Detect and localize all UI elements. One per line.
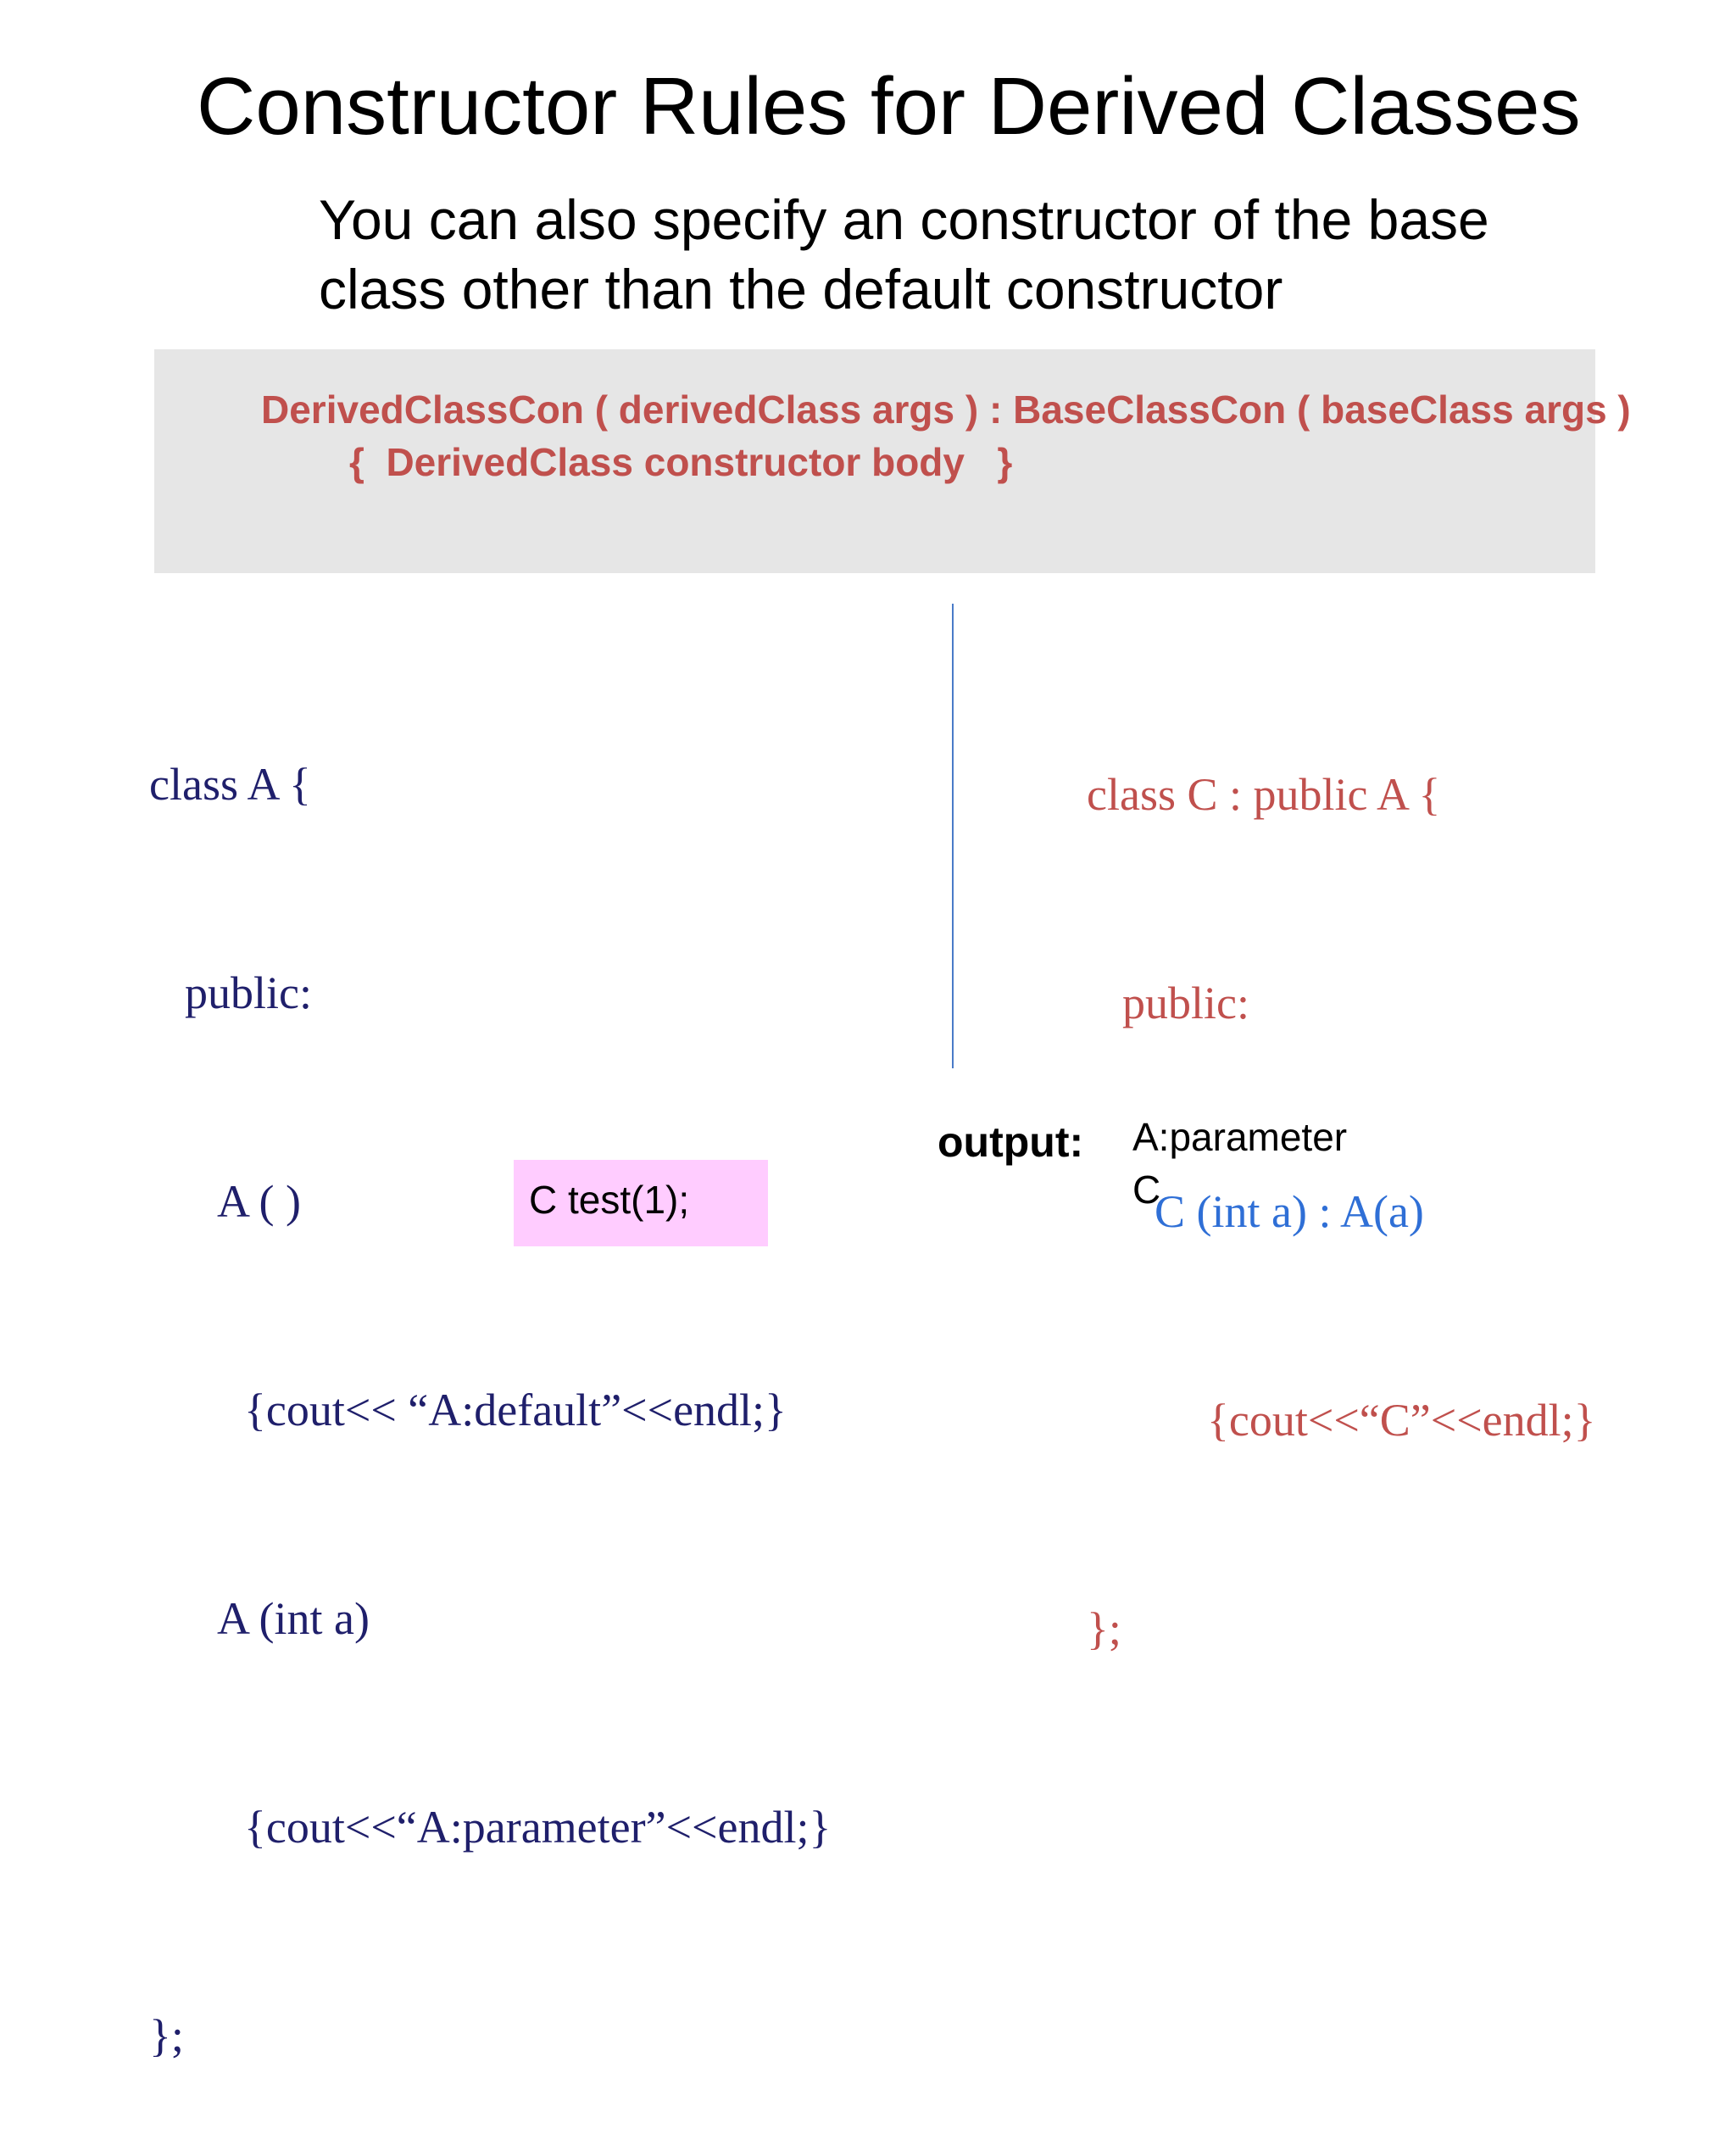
syntax-line-body: { DerivedClass constructor body } <box>349 440 1013 484</box>
code-line: A (int a) <box>217 1593 370 1644</box>
slide-title: Constructor Rules for Derived Classes <box>197 61 1581 152</box>
output-line-1: A:parameter <box>1132 1115 1348 1159</box>
code-line: A ( ) <box>217 1176 301 1227</box>
code-line: {cout<< “A:default”<<endl;} <box>244 1385 787 1435</box>
subtitle-line-2: class other than the default constructor <box>319 258 1283 320</box>
code-line: public: <box>185 967 312 1018</box>
slide-subtitle: You can also specify an constructor of t… <box>319 185 1489 324</box>
subtitle-line-1: You can also specify an constructor of t… <box>319 188 1489 251</box>
code-line: }; <box>1087 1603 1121 1654</box>
code-line-constructor: C (int a) : A(a) <box>1155 1186 1424 1237</box>
output-label: output: <box>938 1118 1084 1166</box>
syntax-box: DerivedClassCon ( derivedClass args ) : … <box>154 349 1631 573</box>
syntax-line-signature: DerivedClassCon ( derivedClass args ) : … <box>261 387 1631 432</box>
code-line: public: <box>1122 978 1249 1028</box>
vertical-divider <box>952 604 954 1068</box>
output-line-2: C <box>1132 1168 1161 1212</box>
call-example-text: C test(1); <box>529 1178 690 1222</box>
output-lines: A:parameter C <box>1132 1111 1347 1216</box>
code-line: class A { <box>149 759 311 810</box>
code-line: {cout<<“C”<<endl;} <box>1207 1395 1596 1446</box>
code-line: }; <box>149 2010 184 2061</box>
call-example-box: C test(1); <box>514 1160 768 1246</box>
code-line: class C : public A { <box>1087 769 1441 820</box>
code-line: {cout<<“A:parameter”<<endl;} <box>244 1802 832 1853</box>
code-block-class-a: class A { public: A ( ) {cout<< “A:defau… <box>149 610 831 2140</box>
